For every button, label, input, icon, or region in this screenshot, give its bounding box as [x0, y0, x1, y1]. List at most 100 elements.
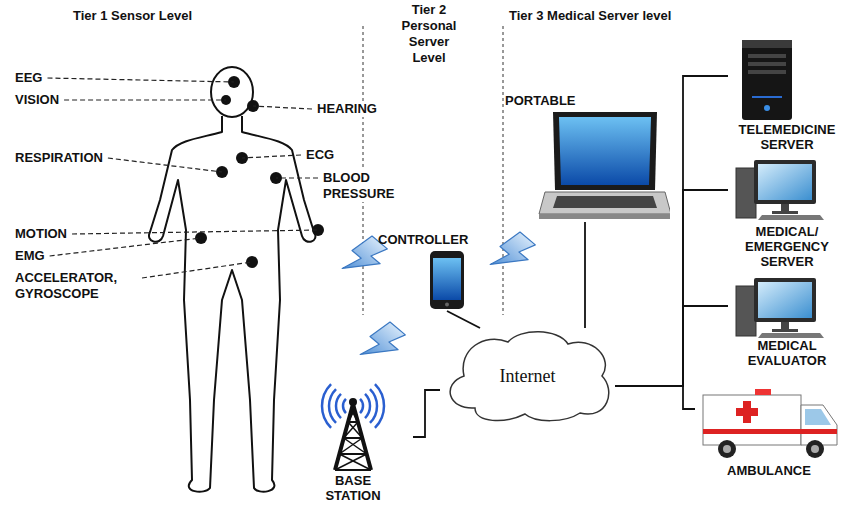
base-station-node: BASE STATION	[293, 378, 413, 503]
server-top	[742, 40, 792, 48]
node-label: BASE STATION	[317, 473, 389, 503]
sensor-label: EEG	[14, 70, 43, 86]
tier-heading: Tier 2 Personal Server Level	[390, 2, 468, 66]
keyboard	[758, 333, 824, 338]
drive-bay	[748, 70, 786, 74]
cloud-outline	[450, 332, 609, 421]
internet-cloud: Internet	[440, 328, 615, 423]
server-tower	[742, 40, 792, 120]
pc-tower	[736, 168, 756, 218]
evaluator-node: MEDICAL EVALUATOR	[728, 276, 846, 368]
leader-line	[64, 99, 226, 100]
node-label: TELEMEDICINE SERVER	[728, 122, 846, 152]
red-cross	[736, 408, 758, 416]
ambulance-node: AMBULANCE	[695, 383, 843, 478]
desktop-icon	[728, 276, 846, 338]
body-outline	[149, 116, 315, 492]
siren	[755, 389, 771, 395]
leader-line	[242, 155, 301, 158]
leader-line	[276, 177, 318, 178]
network-link	[615, 190, 728, 386]
monitor-foot	[772, 211, 798, 214]
drive-bay	[748, 54, 786, 58]
tower-brace	[351, 410, 358, 422]
van-stripe	[703, 429, 837, 434]
monitor-foot	[772, 329, 798, 332]
signal-wave	[343, 399, 346, 413]
laptop-keyboard	[553, 196, 657, 208]
signal-wave	[370, 389, 377, 423]
signal-wave	[375, 384, 384, 428]
network-link	[584, 222, 586, 328]
cloud-label: Internet	[500, 366, 556, 386]
tier-heading: Tier 3 Medical Server level	[508, 8, 672, 24]
leader-line	[142, 262, 252, 278]
server-node: MEDICAL/ EMERGENCY SERVER	[728, 158, 846, 269]
node-label: CONTROLLER	[378, 232, 478, 247]
body-head	[211, 67, 253, 117]
sensor-label: BLOOD PRESSURE	[322, 170, 408, 202]
sensor-dot	[246, 256, 258, 268]
tower-icon	[728, 36, 846, 122]
tower-brace	[335, 454, 367, 470]
leader-line	[50, 238, 201, 256]
server-node: TELEMEDICINE SERVER	[728, 36, 846, 152]
phone-icon	[378, 247, 478, 311]
network-link	[615, 306, 728, 386]
sensor-label: EMG	[14, 248, 46, 264]
sensor-dots	[195, 76, 324, 268]
laptop-icon	[505, 108, 670, 222]
monitor-screen	[758, 164, 812, 200]
tower-brace	[344, 438, 367, 454]
sensor-label: VISION	[14, 92, 60, 108]
sensor-label: MOTION	[14, 226, 68, 242]
tower-brace	[344, 422, 358, 438]
network-link	[447, 311, 480, 328]
tower-brace	[339, 438, 362, 454]
hub	[723, 445, 731, 453]
pc-tower	[736, 286, 756, 336]
signal-wave	[329, 389, 336, 423]
phone-screen	[433, 258, 461, 300]
hub	[811, 445, 819, 453]
node-label: MEDICAL EVALUATOR	[728, 338, 846, 368]
power-button	[764, 105, 770, 111]
monitor-stand	[781, 322, 789, 329]
controller-node: CONTROLLER	[378, 232, 478, 311]
leader-line	[108, 158, 222, 172]
tower-brace	[339, 454, 371, 470]
signal-wave	[336, 394, 341, 418]
network-link	[615, 386, 695, 409]
sensor-label: ECG	[305, 147, 335, 163]
monitor-screen	[758, 282, 812, 318]
node-label: AMBULANCE	[695, 463, 843, 478]
server-light	[752, 96, 782, 98]
node-label: MEDICAL/ EMERGENCY SERVER	[728, 224, 846, 269]
tower-brace	[344, 437, 363, 439]
laptop-screen	[559, 117, 651, 185]
basestation-icon	[293, 378, 413, 473]
monitor-stand	[781, 204, 789, 211]
wheel	[806, 440, 824, 458]
tower-brace	[348, 410, 355, 422]
laptop-base	[539, 192, 670, 214]
leader-line	[72, 230, 318, 234]
signal-wave	[322, 384, 331, 428]
wireless-bolt	[487, 228, 538, 281]
laptop-lid	[553, 112, 657, 190]
van-window	[805, 409, 831, 425]
node-label: PORTABLE	[505, 93, 670, 108]
sensor-label: ACCELERATOR, GYROSCOPE	[14, 270, 138, 302]
tower-brace	[335, 469, 371, 471]
drive-bay	[748, 62, 786, 66]
antenna-tip	[349, 398, 357, 406]
monitor	[754, 160, 816, 204]
ambulance-icon	[695, 383, 843, 463]
tier-heading: Tier 1 Sensor Level	[72, 8, 193, 24]
phone-button	[445, 303, 449, 307]
van-cab	[801, 405, 837, 445]
van-body	[703, 395, 801, 445]
leader-line	[253, 106, 312, 109]
tier-divider	[503, 26, 504, 315]
